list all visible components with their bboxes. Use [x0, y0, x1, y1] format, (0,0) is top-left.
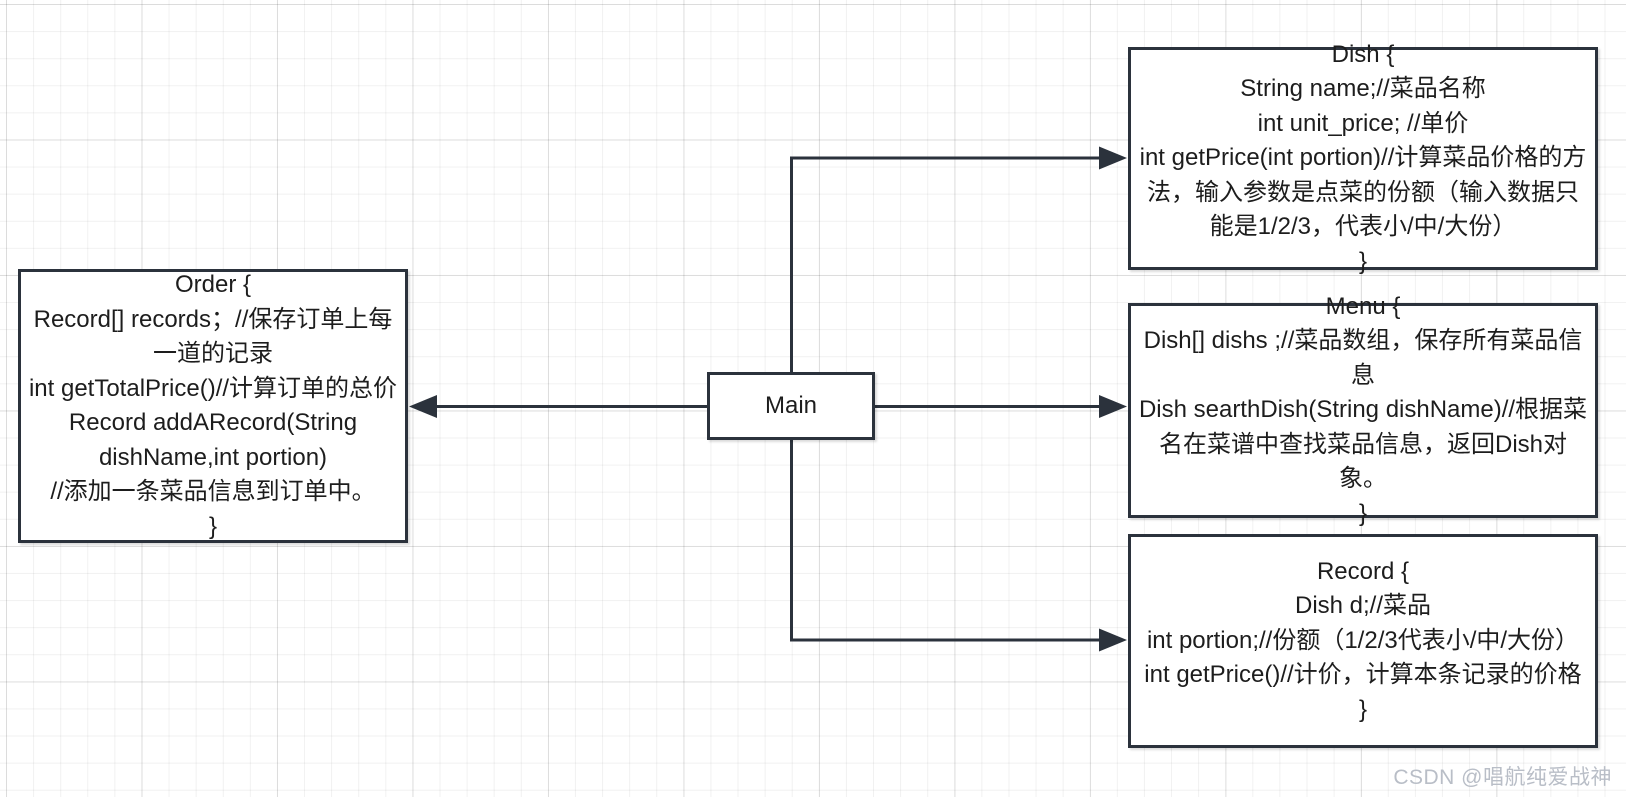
connector-main-to-dish: [790, 146, 1127, 372]
arrowhead-order: [409, 395, 437, 418]
node-dish-text: Dish { String name;//菜品名称 int unit_price…: [1139, 40, 1587, 275]
node-record-text: Record { Dish d;//菜品 int portion;//份额（1/…: [1144, 557, 1582, 723]
connector-main-to-record: [790, 440, 1127, 652]
node-dish[interactable]: Dish { String name;//菜品名称 int unit_price…: [1128, 41, 1598, 275]
arrowhead-menu: [1099, 395, 1127, 418]
connector-main-to-order: [409, 395, 707, 418]
watermark: CSDN @唱航纯爱战神: [1393, 766, 1612, 789]
node-order[interactable]: Order { Record[] records；//保存订单上每一道的记录 i…: [18, 269, 408, 543]
node-record[interactable]: Record { Dish d;//菜品 int portion;//份额（1/…: [1128, 534, 1598, 748]
node-main-text: Main: [764, 392, 818, 419]
arrowhead-record: [1099, 628, 1127, 652]
node-order-text: Order { Record[] records；//保存订单上每一道的记录 i…: [28, 271, 398, 540]
arrowhead-dish: [1099, 146, 1127, 170]
node-main[interactable]: Main: [707, 372, 875, 440]
node-menu[interactable]: Menu { Dish[] dishs ;//菜品数组，保存所有菜品信息 Dis…: [1128, 293, 1598, 527]
connector-main-to-menu: [875, 395, 1127, 418]
node-menu-text: Menu { Dish[] dishs ;//菜品数组，保存所有菜品信息 Dis…: [1138, 292, 1588, 527]
